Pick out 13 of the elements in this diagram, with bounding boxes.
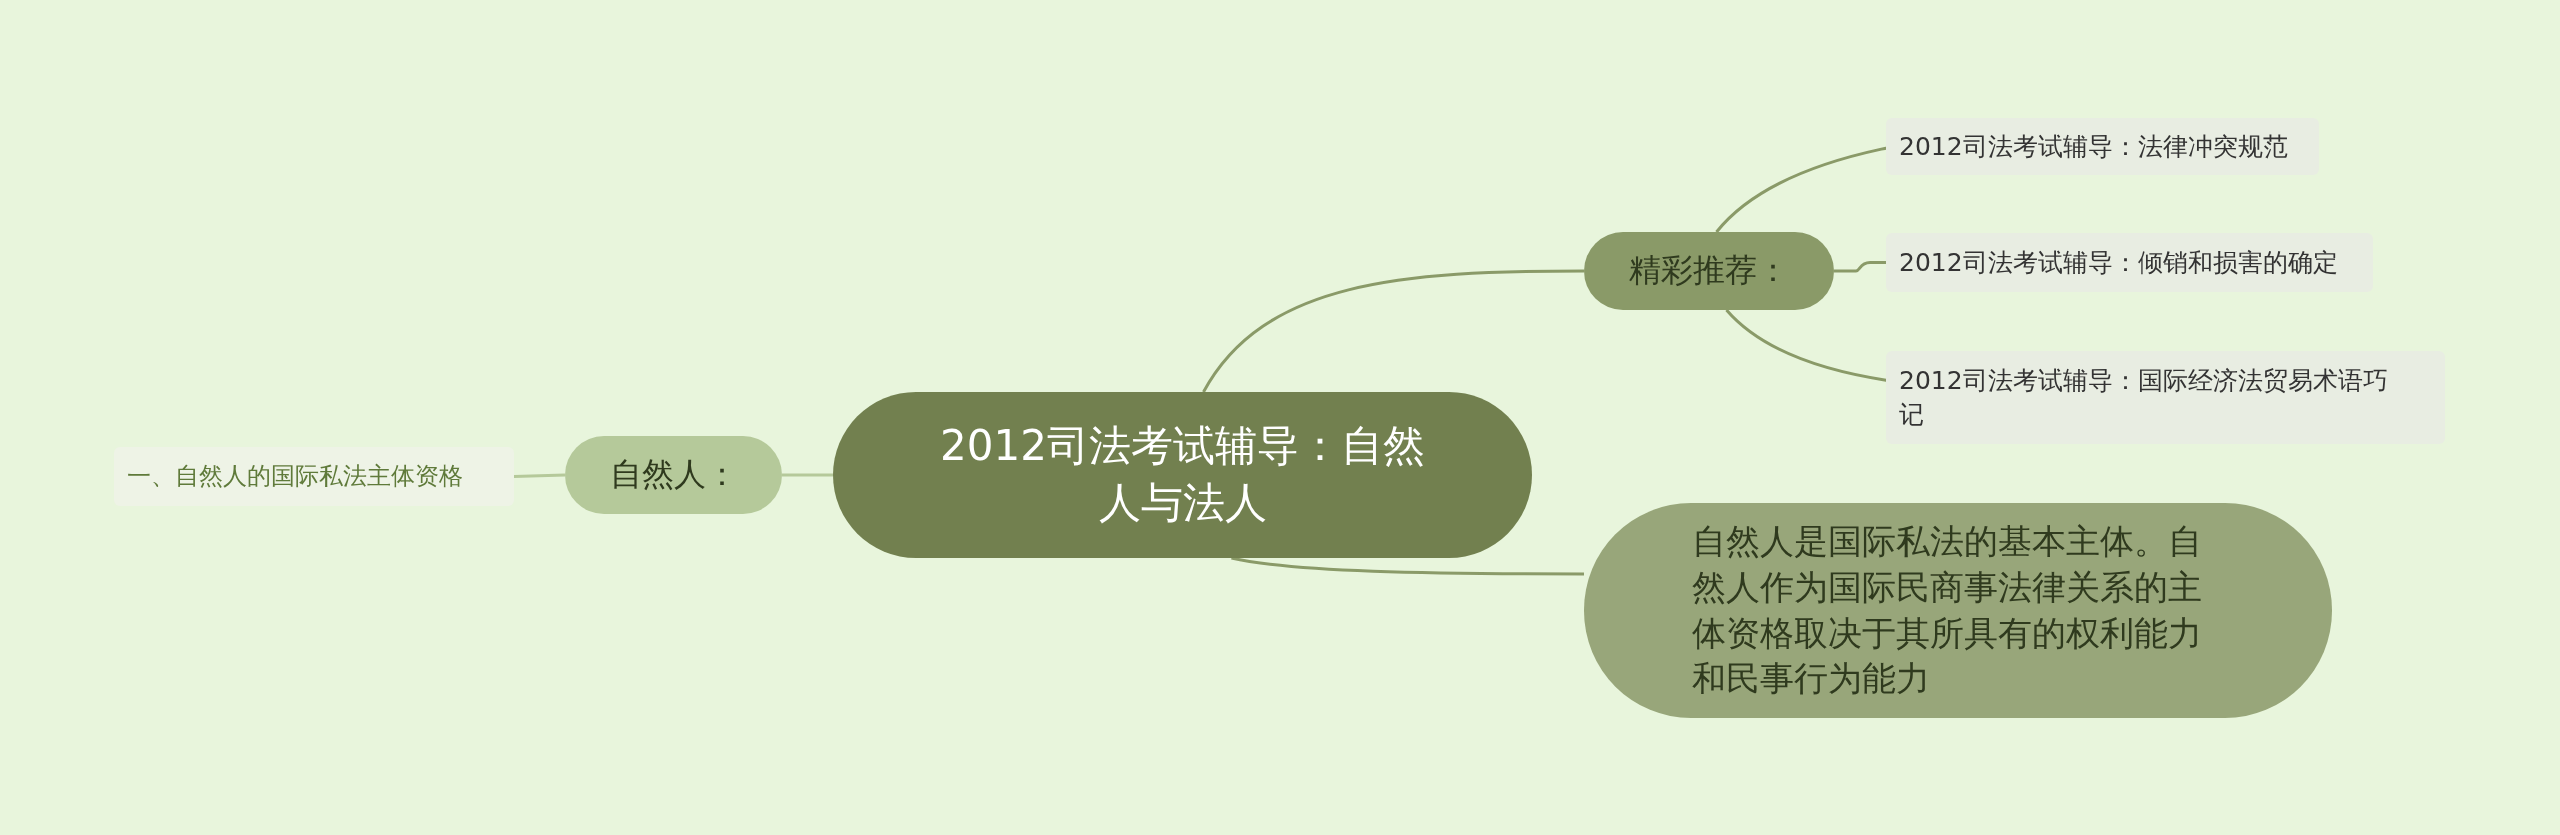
connector-line <box>1834 261 1886 273</box>
branch-box: 精彩推荐： <box>1584 232 1834 310</box>
note-box: 自然人是国际私法的基本主体。自然人作为国际民商事法律关系的主体资格取决于其所具有的权利能力和民事行为能力 <box>1584 503 2332 718</box>
connector-line <box>1231 556 1584 576</box>
leaf-box: 2012司法考试辅导：国际经济法贸易术语巧记 <box>1886 351 2445 444</box>
topic-box: 2012司法考试辅导：自然人与法人 <box>833 392 1532 558</box>
leaf-box: 2012司法考试辅导：法律冲突规范 <box>1886 118 2319 175</box>
connector-line <box>782 473 833 477</box>
leaf-box: 一、自然人的国际私法主体资格 <box>114 447 514 506</box>
leaf-box: 2012司法考试辅导：倾销和损害的确定 <box>1886 233 2373 292</box>
connector-line <box>1202 269 1584 393</box>
branch-box: 自然人： <box>565 436 782 514</box>
connector-line <box>513 473 566 478</box>
